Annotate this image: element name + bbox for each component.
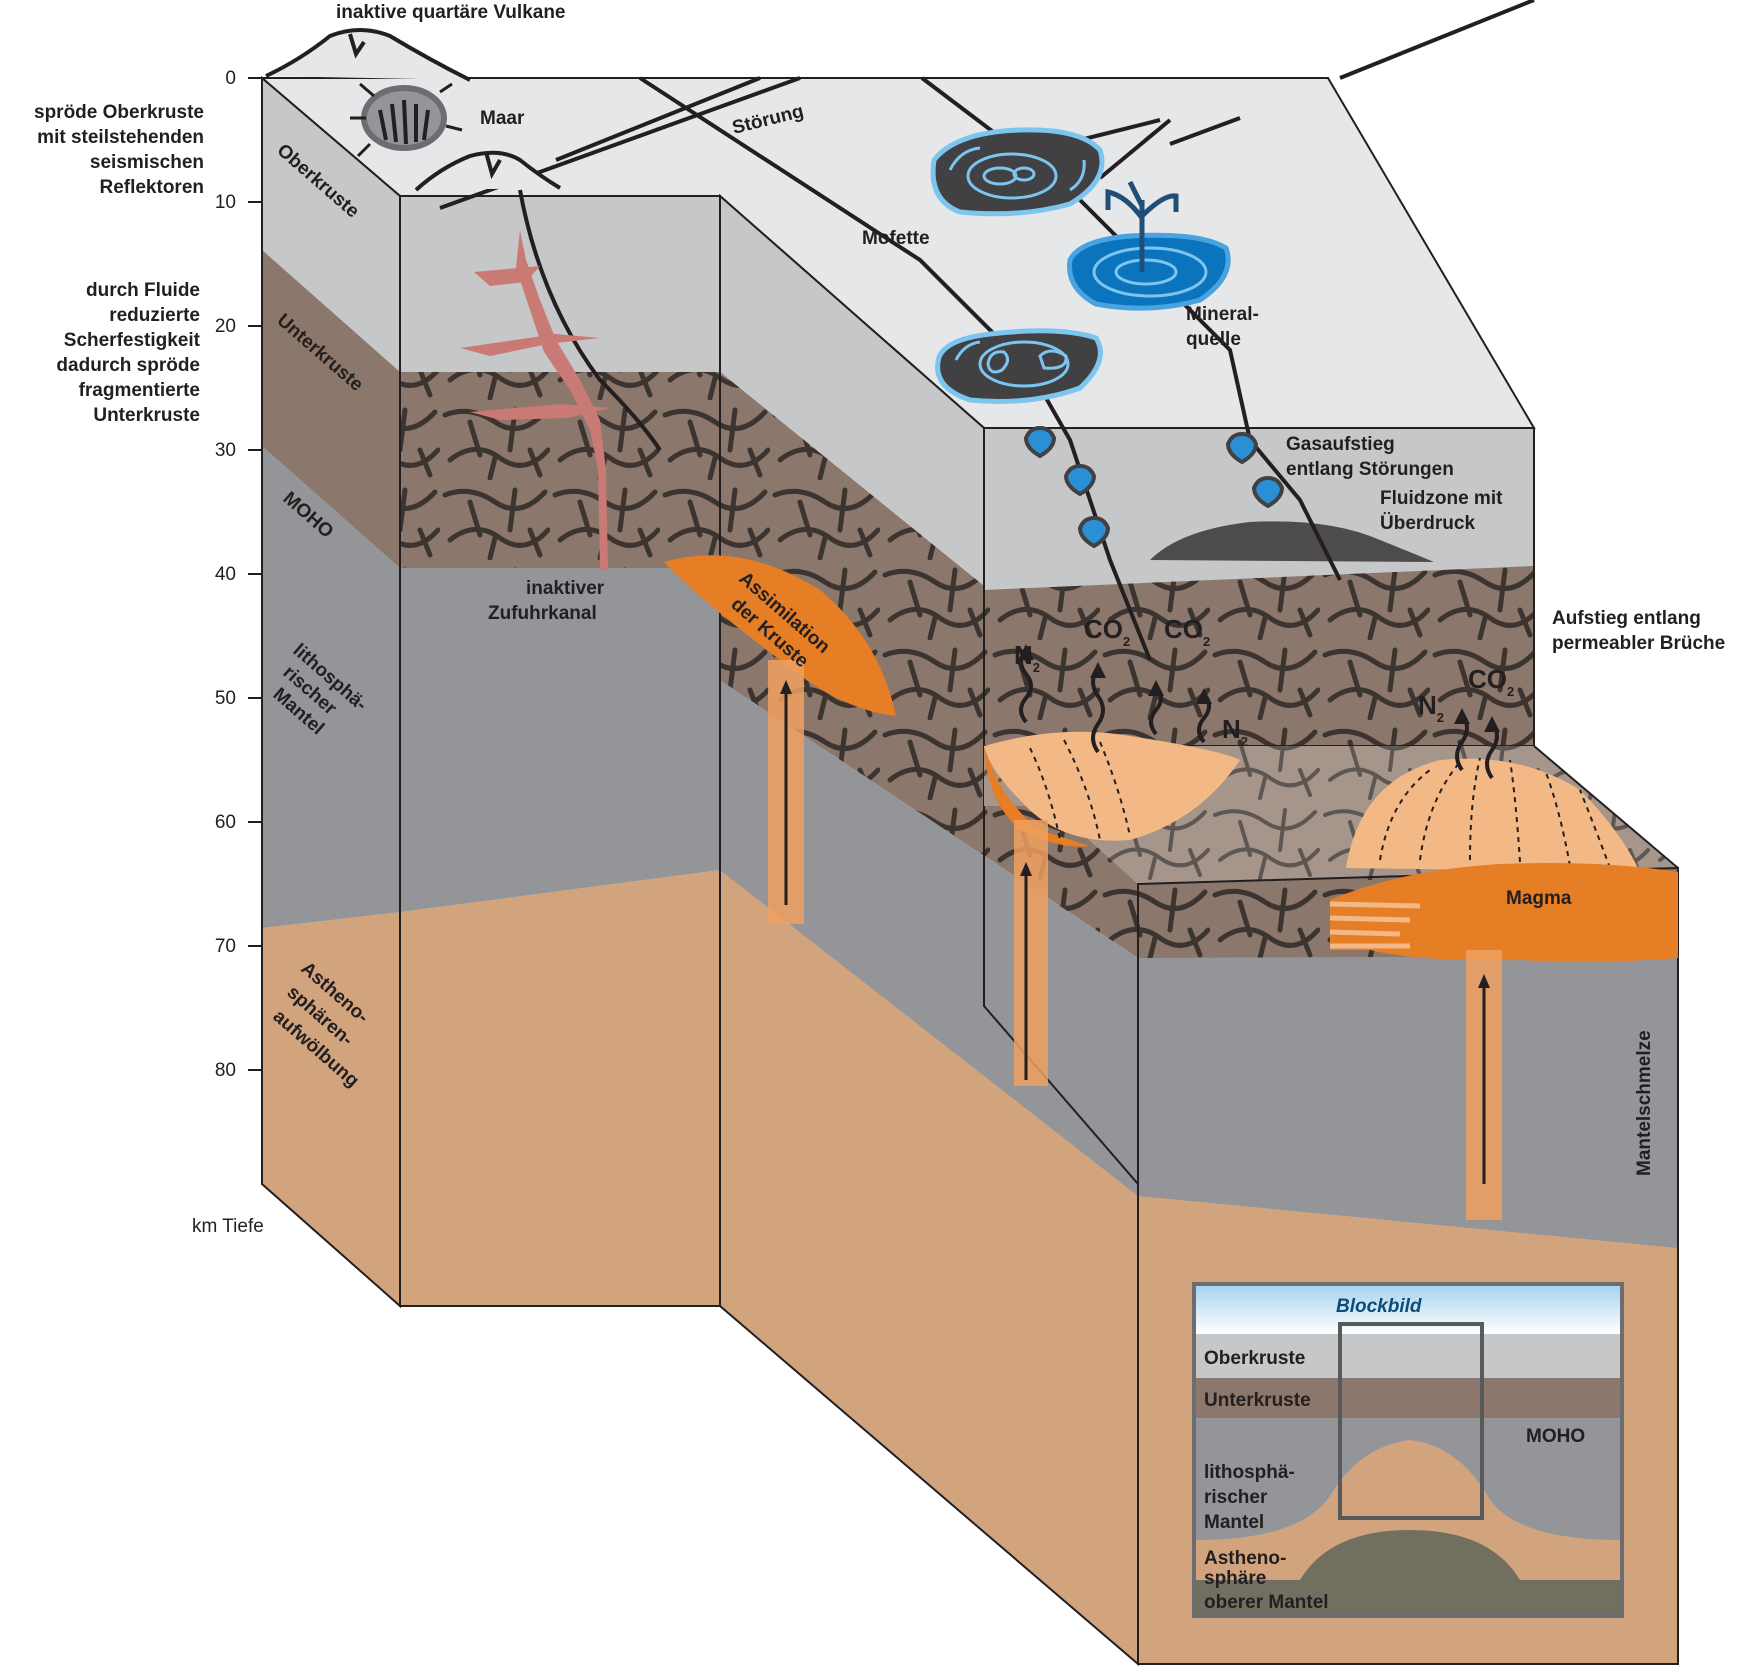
label-aufstieg-2: permeabler Brüche — [1552, 633, 1725, 654]
faults — [439, 0, 1535, 661]
note-lower-line-3: Scherfestigkeit — [64, 330, 201, 351]
depth-tick-30: 30 — [215, 440, 236, 461]
label-mofette: Mofette — [862, 228, 930, 249]
note-lower-line-1: durch Fluide — [86, 280, 200, 301]
note-upper-line-1: spröde Oberkruste — [34, 102, 204, 123]
fluid-zone — [1150, 521, 1434, 562]
inset-mantel-3: Mantel — [1204, 1512, 1264, 1533]
inset-oberkruste: Oberkruste — [1204, 1348, 1305, 1369]
label-maar: Maar — [480, 108, 525, 129]
left-note-upper: spröde Oberkruste mit steilstehenden sei… — [34, 102, 204, 198]
mofette-2 — [935, 328, 1103, 404]
mofette-1 — [930, 127, 1105, 217]
note-lower-line-4: dadurch spröde — [56, 355, 200, 376]
gas-labels: CO2 CO2 CO2 N2 N2 N2 — [1014, 614, 1514, 749]
depth-tick-40: 40 — [215, 564, 236, 585]
inset-mantel-2: rischer — [1204, 1487, 1268, 1508]
label-mineralquelle-1: Mineral- — [1186, 304, 1259, 325]
feeder-channel — [460, 230, 610, 570]
depth-tick-labels: 0 10 20 30 40 50 60 70 80 km Tiefe — [192, 68, 264, 1237]
volcano-2 — [414, 150, 562, 192]
inset-title: Blockbild — [1336, 1296, 1422, 1317]
note-lower-line-2: reduzierte — [109, 305, 200, 326]
label-gasaufstieg-2: entlang Störungen — [1286, 459, 1454, 480]
inset-legend: Blockbild Oberkruste Unterkruste MOHO li… — [1192, 1282, 1624, 1618]
label-magma: Magma — [1506, 888, 1572, 909]
depth-tick-70: 70 — [215, 936, 236, 957]
label-mantelschmelze: Mantelschmelze — [1634, 1030, 1655, 1176]
inset-astheno-2: sphäre — [1204, 1568, 1266, 1589]
magma-chamber-right — [1329, 757, 1678, 1220]
n2-label-3: N2 — [1418, 690, 1444, 725]
n2-label-1: N2 — [1014, 640, 1040, 675]
note-lower-line-6: Unterkruste — [93, 405, 200, 426]
label-gasaufstieg-1: Gasaufstieg — [1286, 434, 1395, 455]
co2-label-1: CO2 — [1084, 614, 1130, 649]
label-zufuhrkanal-2: Zufuhrkanal — [488, 603, 597, 624]
co2-label-3: CO2 — [1468, 664, 1514, 699]
label-fluidzone-2: Überdruck — [1380, 513, 1475, 534]
depth-axis — [248, 77, 262, 1071]
gas-bubbles — [1023, 425, 1285, 549]
magma-chamber-middle — [984, 731, 1240, 1086]
inset-mantel-1: lithosphä- — [1204, 1462, 1295, 1483]
label-fluidzone-1: Fluidzone mit — [1380, 488, 1503, 509]
depth-tick-50: 50 — [215, 688, 236, 709]
mineral-spring — [1067, 180, 1231, 311]
depth-tick-10: 10 — [215, 192, 236, 213]
label-aufstieg-1: Aufstieg entlang — [1552, 608, 1701, 629]
maar — [350, 82, 463, 158]
depth-tick-60: 60 — [215, 812, 236, 833]
n2-label-2: N2 — [1222, 714, 1248, 749]
left-inner-face — [399, 195, 721, 1307]
note-upper-line-2: mit steilstehenden — [37, 127, 204, 148]
co2-label-2: CO2 — [1164, 614, 1210, 649]
depth-tick-20: 20 — [215, 316, 236, 337]
left-outer-face — [261, 75, 401, 1309]
note-lower-line-5: fragmentierte — [79, 380, 200, 401]
volcano-1 — [265, 28, 471, 82]
left-note-lower: durch Fluide reduzierte Scherfestigkeit … — [56, 280, 200, 426]
right-upper-face — [983, 427, 1535, 747]
note-upper-line-3: seismischen — [90, 152, 204, 173]
note-upper-line-4: Reflektoren — [99, 177, 204, 198]
inset-unterkruste: Unterkruste — [1204, 1390, 1311, 1411]
depth-unit-label: km Tiefe — [192, 1216, 264, 1237]
label-vulkane: inaktive quartäre Vulkane — [336, 2, 566, 23]
depth-tick-80: 80 — [215, 1060, 236, 1081]
inset-moho: MOHO — [1526, 1426, 1585, 1447]
depth-tick-0: 0 — [225, 68, 236, 89]
label-zufuhrkanal-1: inaktiver — [526, 578, 605, 599]
label-mineralquelle-2: quelle — [1186, 329, 1241, 350]
gas-arrowheads — [1018, 644, 1500, 732]
inset-astheno-1: Astheno- — [1204, 1548, 1286, 1569]
magma-assimilation — [664, 555, 896, 924]
inset-oberer-mantel: oberer Mantel — [1204, 1592, 1329, 1613]
